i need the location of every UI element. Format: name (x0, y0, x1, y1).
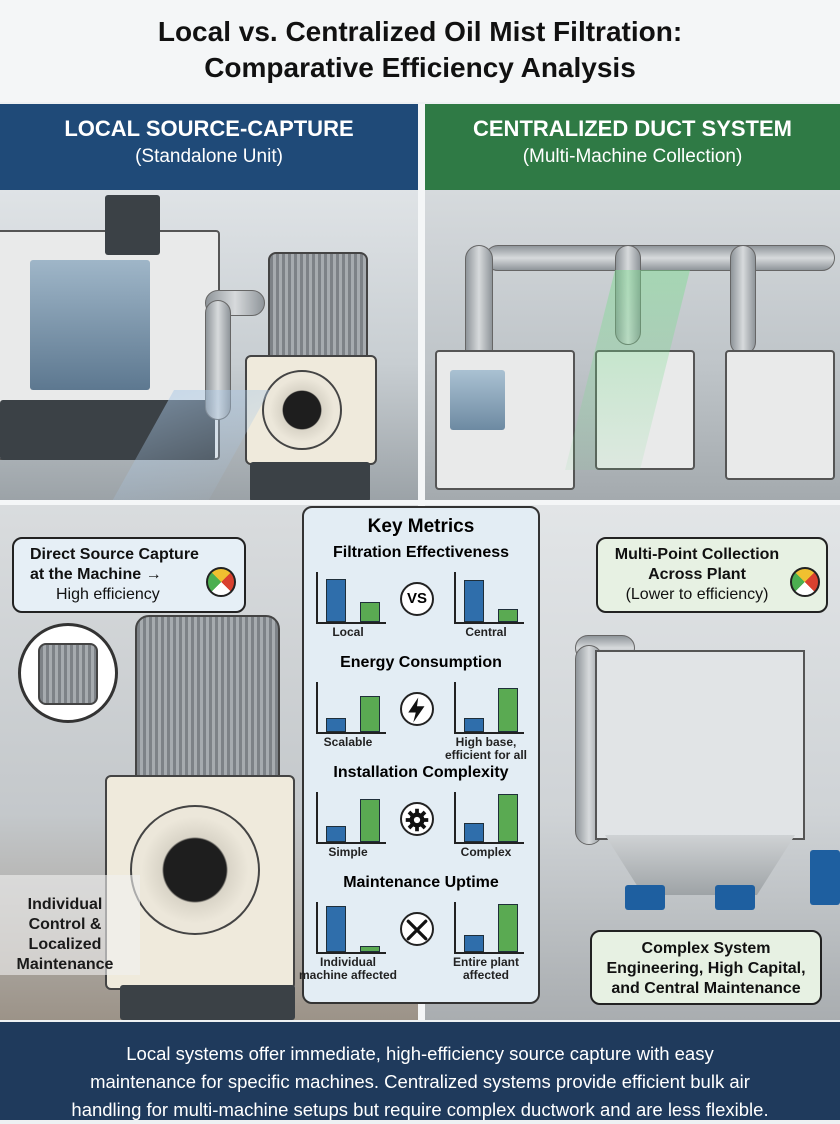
right-label: Complex (460, 845, 512, 859)
left-bar-green (360, 799, 380, 842)
metric-title: Filtration Effectiveness (332, 544, 510, 561)
individual-control-label: Individual Control & Localized Maintenan… (16, 896, 114, 973)
left-mini-chart (316, 682, 386, 734)
vs-icon: VS (400, 582, 434, 616)
right-bar-blue (464, 935, 484, 952)
left-bar-blue (326, 579, 346, 622)
left-label: Simple (328, 845, 368, 859)
right-bar-green (498, 609, 518, 622)
left-bar-green (360, 946, 380, 952)
gauge-high-icon (206, 567, 236, 597)
metric-title: Maintenance Uptime (343, 874, 499, 891)
lightning-icon (400, 692, 434, 726)
summary-footer: Local systems offer immediate, high-effi… (0, 1022, 840, 1120)
left-bar-blue (326, 906, 346, 952)
left-label: Individual machine affected (298, 955, 398, 982)
callout-multi-point-collection: Multi-Point Collection Across Plant (Low… (596, 537, 828, 613)
left-bar-green (360, 696, 380, 732)
metric-title: Installation Complexity (333, 764, 509, 781)
right-label: Central (465, 625, 507, 639)
left-label: Scalable (323, 735, 373, 749)
right-bar-green (498, 794, 518, 842)
page-title: Local vs. Centralized Oil Mist Filtratio… (0, 0, 840, 102)
left-label: Local (332, 625, 364, 639)
left-header: LOCAL SOURCE-CAPTURE (Standalone Unit) (0, 104, 418, 190)
right-mini-chart (454, 572, 524, 624)
right-bar-blue (464, 580, 484, 622)
left-mini-chart (316, 572, 386, 624)
left-bar-blue (326, 826, 346, 842)
right-label: Entire plant affected (452, 955, 519, 982)
gauge-low-icon (790, 567, 820, 597)
right-mini-chart (454, 902, 524, 954)
wrench-screwdriver-icon (400, 912, 434, 946)
divider (0, 500, 840, 505)
right-bar-green (498, 904, 518, 952)
callout-direct-source-capture: Direct Source Capture at the Machine → H… (12, 537, 246, 613)
central-system-illustration (425, 190, 840, 505)
left-bar-blue (326, 718, 346, 732)
left-mini-chart (316, 792, 386, 844)
local-unit-illustration (0, 190, 418, 505)
callout-complex-system: Complex System Engineering, High Capital… (590, 930, 822, 1005)
right-bar-blue (464, 823, 484, 842)
right-header: CENTRALIZED DUCT SYSTEM (Multi-Machine C… (425, 104, 840, 190)
right-mini-chart (454, 792, 524, 844)
left-bar-green (360, 602, 380, 622)
gear-icon (400, 802, 434, 836)
right-bar-green (498, 688, 518, 732)
metric-title: Energy Consumption (340, 654, 502, 671)
right-bar-blue (464, 718, 484, 732)
left-mini-chart (316, 902, 386, 954)
right-label: High base, efficient for all (444, 735, 527, 762)
right-mini-chart (454, 682, 524, 734)
